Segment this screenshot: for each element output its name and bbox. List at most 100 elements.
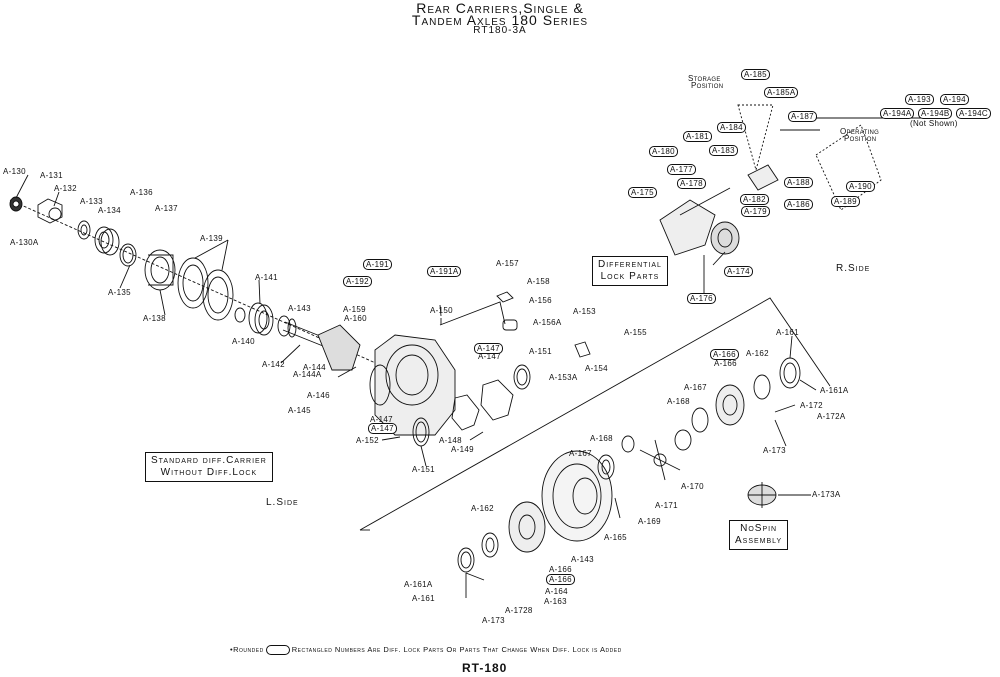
part-label: A-134 (98, 206, 121, 215)
part-label: A-162 (471, 504, 494, 513)
cylinder-a186-icon (747, 164, 779, 191)
operating-position-note-2: Position (844, 134, 877, 143)
part-label: A-170 (681, 482, 704, 491)
bearing-a162b-icon (753, 374, 771, 400)
nospin-assembly-box: NoSpin Assembly (729, 520, 789, 550)
storage-marker-icon (737, 104, 774, 172)
part-label-rounded: A-188 (784, 177, 813, 188)
part-label: A-161 (776, 328, 799, 337)
part-label: A-171 (655, 501, 678, 510)
part-label-rounded: A-185 (741, 69, 770, 80)
part-label: A-146 (307, 391, 330, 400)
part-label: A-162 (746, 349, 769, 358)
part-label: A-166 (549, 565, 572, 574)
sleeve-a174-icon (710, 221, 740, 255)
spider-a171-icon (639, 439, 681, 481)
box-line: Standard diff.Carrier (151, 455, 267, 466)
rounded-oval-icon (265, 645, 290, 656)
seal-a133-icon (77, 220, 91, 240)
part-label-rounded: A-192 (343, 276, 372, 287)
box-line: NoSpin (740, 523, 778, 534)
part-label-rounded: A-189 (831, 196, 860, 207)
part-label-rounded: A-190 (846, 181, 875, 192)
part-label-rounded: A-179 (741, 206, 770, 217)
part-label: A-139 (200, 234, 223, 243)
part-label: A-161A (820, 386, 849, 395)
part-label: A-136 (130, 188, 153, 197)
cup-a161b-icon (779, 357, 801, 389)
part-label: A-172 (800, 401, 823, 410)
bracket-a153-icon (574, 341, 591, 358)
bearing-cap-icon (451, 379, 514, 431)
part-label-rounded: A-175 (628, 187, 657, 198)
right-side-label: R.Side (836, 263, 871, 274)
part-label-rounded: A-185A (764, 87, 799, 98)
part-label: A-156A (533, 318, 562, 327)
part-label: A-145 (288, 406, 311, 415)
spacer-a140-icon (234, 307, 246, 323)
part-label-rounded: A-183 (709, 145, 738, 156)
part-label: A-153A (549, 373, 578, 382)
box-line: Without Diff.Lock (160, 467, 258, 478)
part-label-rounded: A-174 (724, 266, 753, 277)
model-number: RT-180 (462, 661, 508, 675)
part-label: A-165 (604, 533, 627, 542)
part-label-rounded: A-180 (649, 146, 678, 157)
part-label-rounded: A-194A (880, 108, 915, 119)
part-label-rounded: A-186 (784, 199, 813, 210)
fork-a175-icon (659, 199, 716, 256)
part-label-rounded: A-181 (683, 131, 712, 142)
part-label-rounded: A-194C (956, 108, 991, 119)
nospin-assembly-icon (747, 482, 777, 508)
part-label: A-167 (569, 449, 592, 458)
part-label-rounded: A-166 (546, 574, 575, 585)
part-label: A-147 (370, 415, 393, 424)
part-label: A-173 (763, 446, 786, 455)
part-label: A-167 (684, 383, 707, 392)
part-label-rounded: A-184 (717, 122, 746, 133)
bolt-a165-icon (614, 497, 621, 519)
part-label: A-157 (496, 259, 519, 268)
box-line: Assembly (735, 535, 783, 546)
part-label-rounded: A-176 (687, 293, 716, 304)
box-line: Lock Parts (600, 271, 660, 282)
part-label: A-143 (288, 304, 311, 313)
part-label: A-149 (451, 445, 474, 454)
gear-a168b-icon (674, 429, 692, 451)
part-label-rounded: A-194 (940, 94, 969, 105)
side-gear-a167-icon (597, 454, 615, 480)
diff-case-a164-icon (508, 501, 546, 553)
part-label-rounded: A-182 (740, 194, 769, 205)
operating-position-note: Operating (840, 127, 880, 136)
box-line: Differential (598, 259, 662, 270)
left-side-label: L.Side (266, 497, 299, 508)
part-label: A-155 (624, 328, 647, 337)
operating-position-box (815, 124, 882, 211)
part-label: A-147 (478, 352, 501, 361)
ring-gear-a165-icon (541, 450, 613, 542)
part-label: A-169 (638, 517, 661, 526)
part-label-rounded: A-187 (788, 111, 817, 122)
bearing-a162-icon (481, 532, 499, 558)
yoke-a131-icon (37, 198, 63, 224)
part-label: A-161 (412, 594, 435, 603)
part-label: A-173 (482, 616, 505, 625)
part-label: A-168 (667, 397, 690, 406)
bearing-a141-icon (248, 302, 274, 336)
part-label: A-140 (232, 337, 255, 346)
footnote-rounded: •Rounded (230, 645, 264, 654)
part-label: A-131 (40, 171, 63, 180)
pinion-gear-a168-icon (621, 435, 635, 453)
part-label: A-163 (544, 597, 567, 606)
part-label: A-166 (714, 359, 737, 368)
part-label: A-172A (817, 412, 846, 421)
part-label: A-132 (54, 184, 77, 193)
part-label: A-141 (255, 273, 278, 282)
nospin-section-boundary (359, 297, 831, 531)
part-label: A-143 (571, 555, 594, 564)
part-label: A-142 (262, 360, 285, 369)
part-label: A-156 (529, 296, 552, 305)
part-label: A-135 (108, 288, 131, 297)
